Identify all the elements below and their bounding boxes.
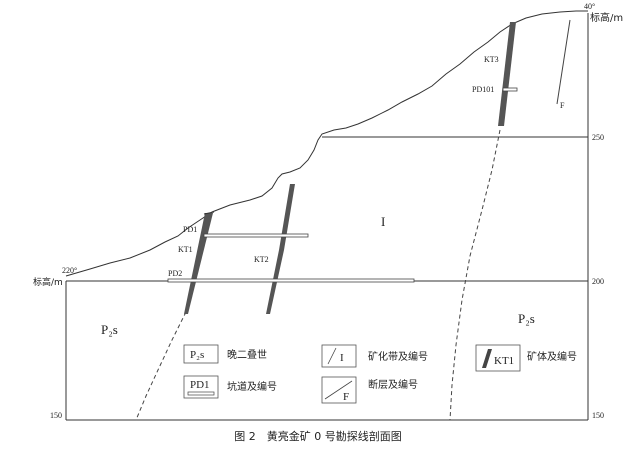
legend-adit-text: 坑道及编号	[227, 380, 277, 393]
ore-body-kt3	[498, 22, 516, 126]
tick-250: 250	[592, 133, 604, 142]
legend-ore-symbol: KT1	[494, 355, 514, 367]
label-unit-right: P₂s	[518, 311, 535, 326]
orientation-right: 40°	[584, 2, 595, 11]
legend-stratum-box	[183, 344, 219, 364]
elevation-label-right: 标高/m	[590, 11, 623, 24]
fault-line	[556, 19, 571, 105]
label-pd2: PD2	[168, 269, 182, 278]
tick-200: 200	[592, 277, 604, 286]
adit-pd1	[203, 233, 309, 238]
legend-zone-line	[327, 347, 337, 365]
label-pd1: PD1	[183, 225, 197, 234]
terrain-profile	[65, 10, 588, 277]
label-kt1: KT1	[178, 245, 193, 254]
legend-fault-line	[324, 380, 353, 400]
elevation-label-left: 标高/m	[33, 276, 63, 288]
legend-zone-box	[321, 344, 357, 368]
tick-150-left: 150	[50, 411, 62, 420]
label-pd101: PD101	[472, 85, 494, 94]
ore-body-kt2	[266, 184, 295, 314]
fault-dashed-trace	[449, 129, 501, 421]
legend-fault-text: 断层及编号	[368, 378, 418, 391]
ore-body-kt1	[184, 213, 213, 314]
label-fault: F	[560, 101, 565, 110]
orientation-left: 220°	[62, 266, 77, 275]
label-kt3: KT3	[484, 55, 499, 64]
legend-stratum-text: 晚二叠世	[227, 349, 267, 361]
legend-zone-symbol: I	[340, 352, 344, 364]
adit-pd1-portal	[203, 211, 215, 215]
legend-stratum-symbol: P₂s	[190, 349, 204, 361]
tick-150-right: 150	[592, 411, 604, 420]
figure-caption: 图 2 黄亮金矿 0 号勘探线剖面图	[234, 429, 402, 443]
adit-pd2	[167, 278, 415, 283]
legend-zone-text: 矿化带及编号	[368, 350, 428, 363]
legend-ore-text: 矿体及编号	[527, 350, 577, 363]
legend-fault-symbol: F	[343, 391, 349, 403]
legend-adit-symbol: PD1	[190, 379, 210, 391]
legend-adit-bar	[187, 391, 215, 396]
label-zone-i: I	[381, 214, 385, 229]
zone-boundary-dashed	[135, 311, 187, 421]
label-kt2: KT2	[254, 255, 269, 264]
legend-ore-symbol-mark	[482, 349, 492, 368]
adit-pd101	[502, 87, 518, 92]
label-unit-left: P₂s	[101, 322, 118, 337]
